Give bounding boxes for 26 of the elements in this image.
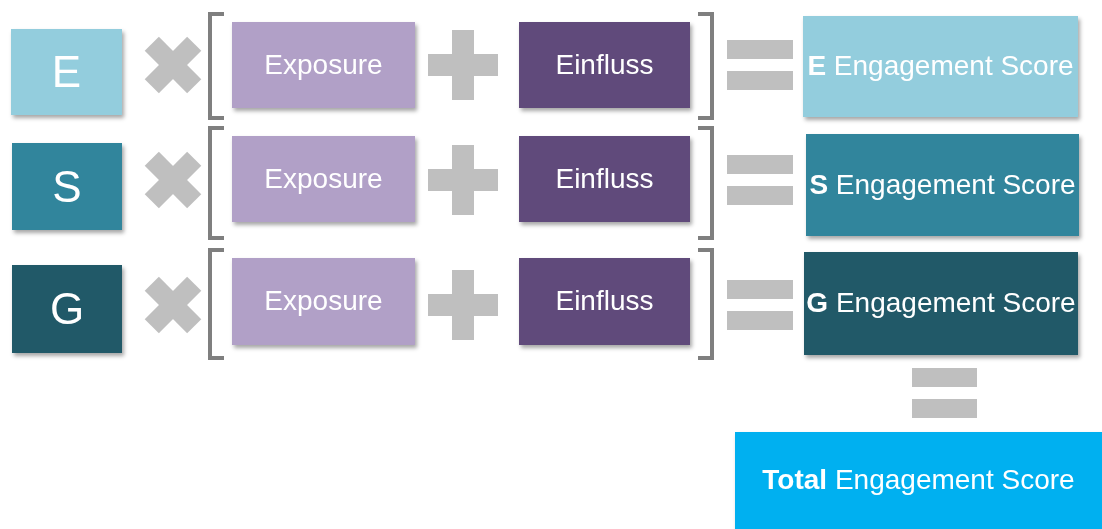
box-label: Total Engagement Score	[762, 463, 1075, 498]
box-label: Einfluss	[555, 284, 654, 319]
box-label: S Engagement Score	[809, 167, 1076, 202]
score-box	[806, 134, 1079, 236]
box-label: Exposure	[264, 284, 383, 319]
score-box	[804, 252, 1078, 355]
influence-box	[519, 258, 690, 345]
letter-box	[11, 29, 122, 115]
influence-box	[519, 22, 690, 108]
box-label: E	[51, 46, 82, 99]
box-label: Einfluss	[555, 161, 654, 196]
exposure-box	[232, 22, 415, 108]
box-label: Exposure	[264, 161, 383, 196]
score-box	[803, 16, 1078, 117]
total-score-box	[735, 432, 1102, 529]
box-label: Exposure	[264, 47, 383, 82]
letter-box	[12, 265, 122, 353]
box-label: G Engagement Score	[806, 286, 1076, 321]
box-label: S	[52, 160, 82, 213]
exposure-box	[232, 258, 415, 345]
box-label: Einfluss	[555, 47, 654, 82]
box-label: G	[49, 283, 85, 336]
exposure-box	[232, 136, 415, 222]
box-label: E Engagement Score	[807, 49, 1074, 84]
influence-box	[519, 136, 690, 222]
letter-box	[12, 143, 122, 230]
